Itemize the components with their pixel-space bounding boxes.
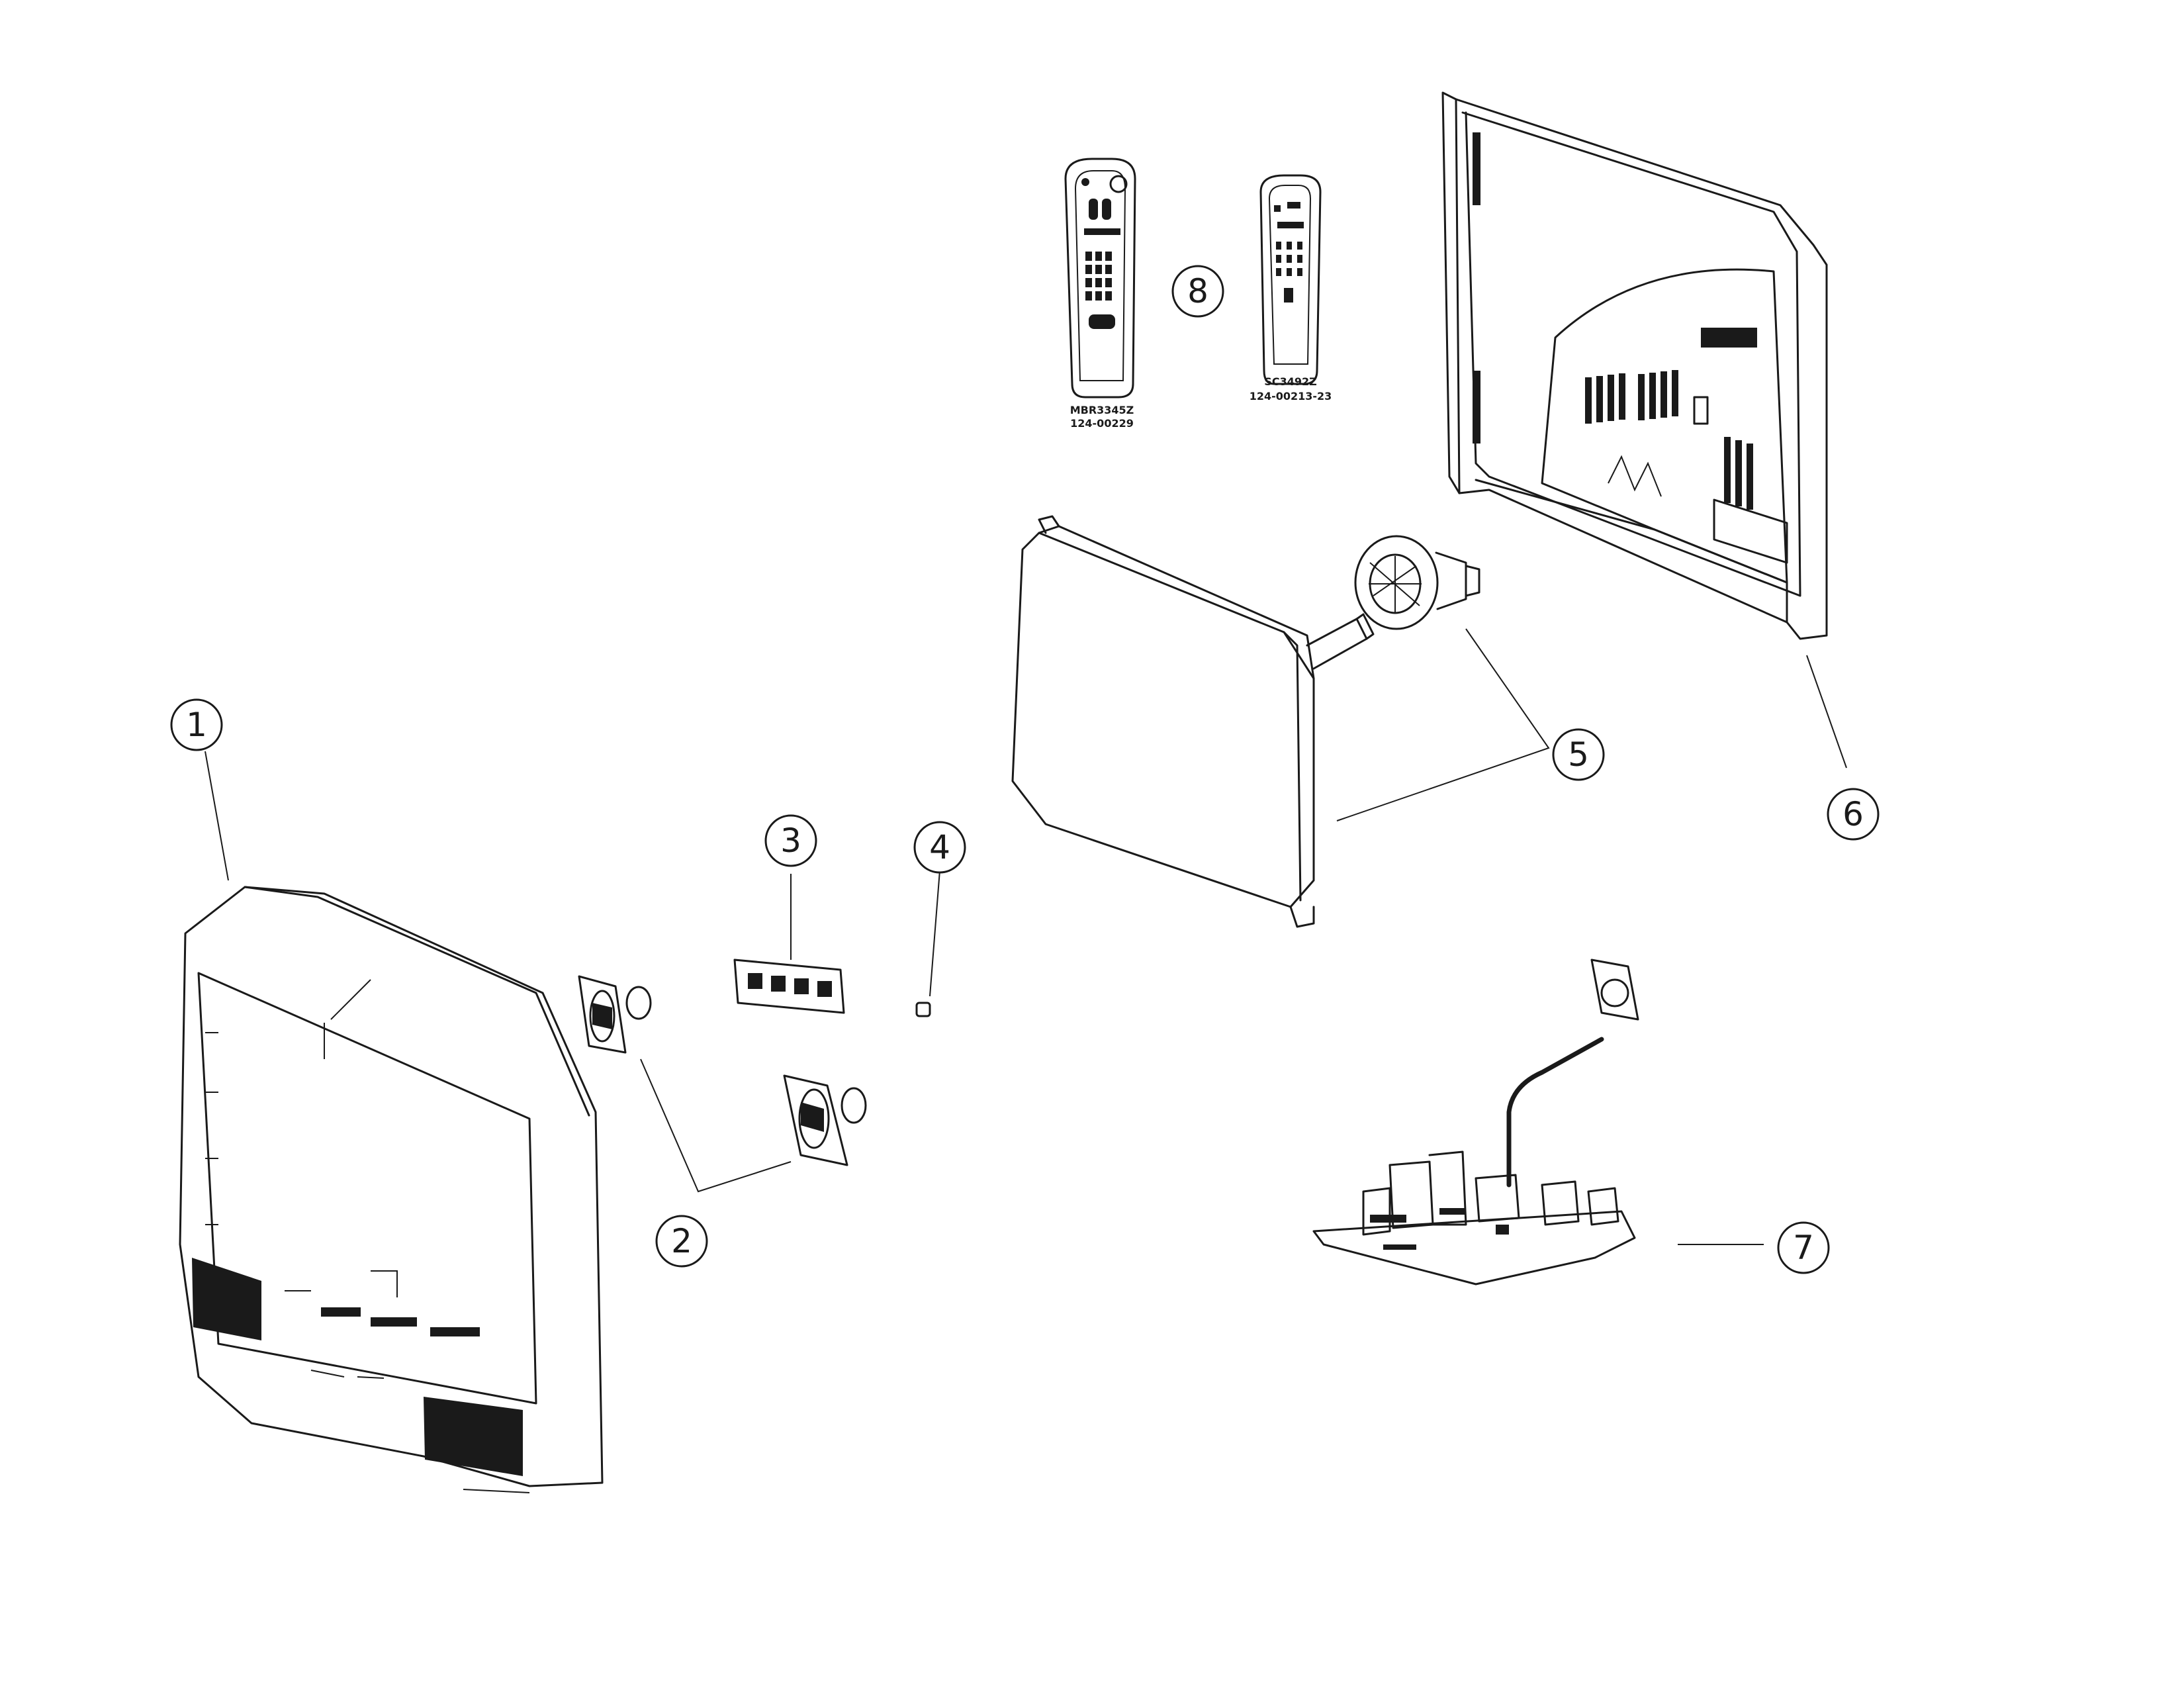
svg-text:3: 3 (780, 821, 801, 860)
speaker-lower (783, 1074, 867, 1166)
remote-1-model-label: MBR3345Z (1070, 404, 1134, 416)
callout-8: 8 (1171, 265, 1224, 318)
speaker-upper (578, 975, 652, 1054)
picture-tube (1011, 515, 1375, 928)
svg-text:1: 1 (186, 706, 207, 744)
svg-text:4: 4 (929, 828, 950, 866)
control-buttons (733, 959, 845, 1014)
callout-7: 7 (1777, 1221, 1830, 1274)
callout-4: 4 (913, 821, 966, 874)
callout-5: 5 (1552, 728, 1605, 781)
main-board (1312, 959, 1639, 1286)
callout-1: 1 (170, 698, 223, 751)
remote-1-part-number: 124-00229 (1070, 417, 1134, 430)
svg-text:6: 6 (1843, 795, 1864, 833)
remote-mbr3345z (1064, 158, 1136, 398)
back-cover (1441, 91, 1828, 640)
svg-text:2: 2 (671, 1222, 692, 1260)
remote-2-model-label: SC3492Z (1264, 375, 1316, 388)
leader-lines (205, 628, 1847, 1245)
callout-2: 2 (655, 1215, 708, 1268)
callout-6: 6 (1827, 788, 1880, 841)
front-cabinet (179, 886, 604, 1493)
svg-text:5: 5 (1568, 735, 1589, 774)
deflection-yoke (1354, 535, 1480, 630)
svg-text:7: 7 (1793, 1229, 1814, 1267)
svg-text:8: 8 (1187, 272, 1208, 310)
remote-2-part-number: 124-00213-23 (1250, 390, 1332, 402)
remote-sc3492z (1259, 174, 1322, 385)
power-knob (915, 1002, 931, 1017)
callout-3: 3 (764, 814, 817, 867)
